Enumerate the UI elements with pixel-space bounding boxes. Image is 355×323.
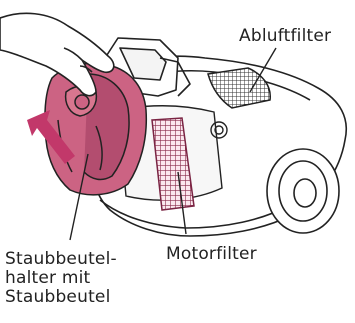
exhaust-filter-label: Abluftfilter	[239, 27, 331, 46]
wheel	[267, 149, 339, 233]
dust-bag-holder-label-line1: Staubbeutel-	[5, 250, 117, 269]
motor-filter-label: Motorfilter	[166, 245, 257, 264]
dust-bag-holder-label-line2: halter mit	[5, 269, 117, 288]
dust-bag-holder-label: Staubbeutel- halter mit Staubbeutel	[5, 250, 117, 307]
dust-bag-holder-label-line3: Staubbeutel	[5, 288, 117, 307]
dust-bag-holder	[45, 63, 146, 195]
